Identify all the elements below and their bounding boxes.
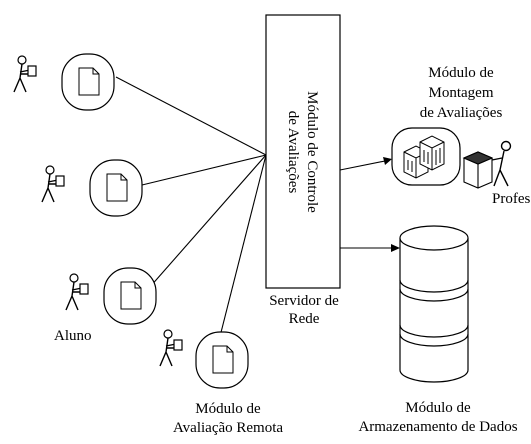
student-label: Aluno <box>54 328 92 344</box>
link-client-2 <box>141 154 267 186</box>
link-client-1 <box>115 76 267 156</box>
document-icon <box>103 267 157 325</box>
client-3: Aluno <box>54 267 157 344</box>
server-box-text-line1: Módulo de Controle <box>304 91 320 213</box>
client-1 <box>13 53 115 111</box>
student-icon <box>13 55 37 93</box>
server-caption-line1: Servidor de <box>269 293 339 309</box>
arrowhead-storage-icon <box>391 244 400 252</box>
server-box-text-line2: de Avaliações <box>285 111 301 194</box>
document-icon <box>89 159 143 217</box>
connection-lines <box>115 76 398 361</box>
professor-label: Professor <box>492 191 531 207</box>
professor-box-icon <box>462 151 494 189</box>
link-client-3 <box>141 154 267 297</box>
assembly-module-title-line2: Montagem <box>429 85 494 101</box>
storage-module-label-line1: Módulo de <box>405 400 471 416</box>
client-2 <box>41 159 143 217</box>
link-client-4 <box>213 154 267 361</box>
assembly-module-title-line3: de Avaliações <box>420 105 503 121</box>
database-icon <box>399 225 469 383</box>
student-icon <box>65 273 89 311</box>
client-4 <box>159 329 249 389</box>
remote-module-label-line1: Módulo de <box>195 401 261 417</box>
arrowhead-assembly-icon <box>383 157 392 165</box>
remote-module-label-line2: Avaliação Remota <box>173 420 283 436</box>
professor-person-icon <box>491 140 512 187</box>
server-box <box>265 14 341 289</box>
assembly-module-box <box>391 127 461 186</box>
document-icon <box>61 53 115 111</box>
blocks-icon <box>403 135 445 179</box>
student-icon <box>159 329 183 367</box>
assembly-module-title-line1: Módulo de <box>428 65 494 81</box>
document-icon <box>195 331 249 389</box>
server-box-label: Módulo de Controle de Avaliações <box>285 91 320 213</box>
student-icon <box>41 165 65 203</box>
storage-module-label-line2: Armazenamento de Dados <box>358 419 517 435</box>
server-caption-line2: Rede <box>289 311 320 327</box>
link-assembly <box>339 159 391 171</box>
